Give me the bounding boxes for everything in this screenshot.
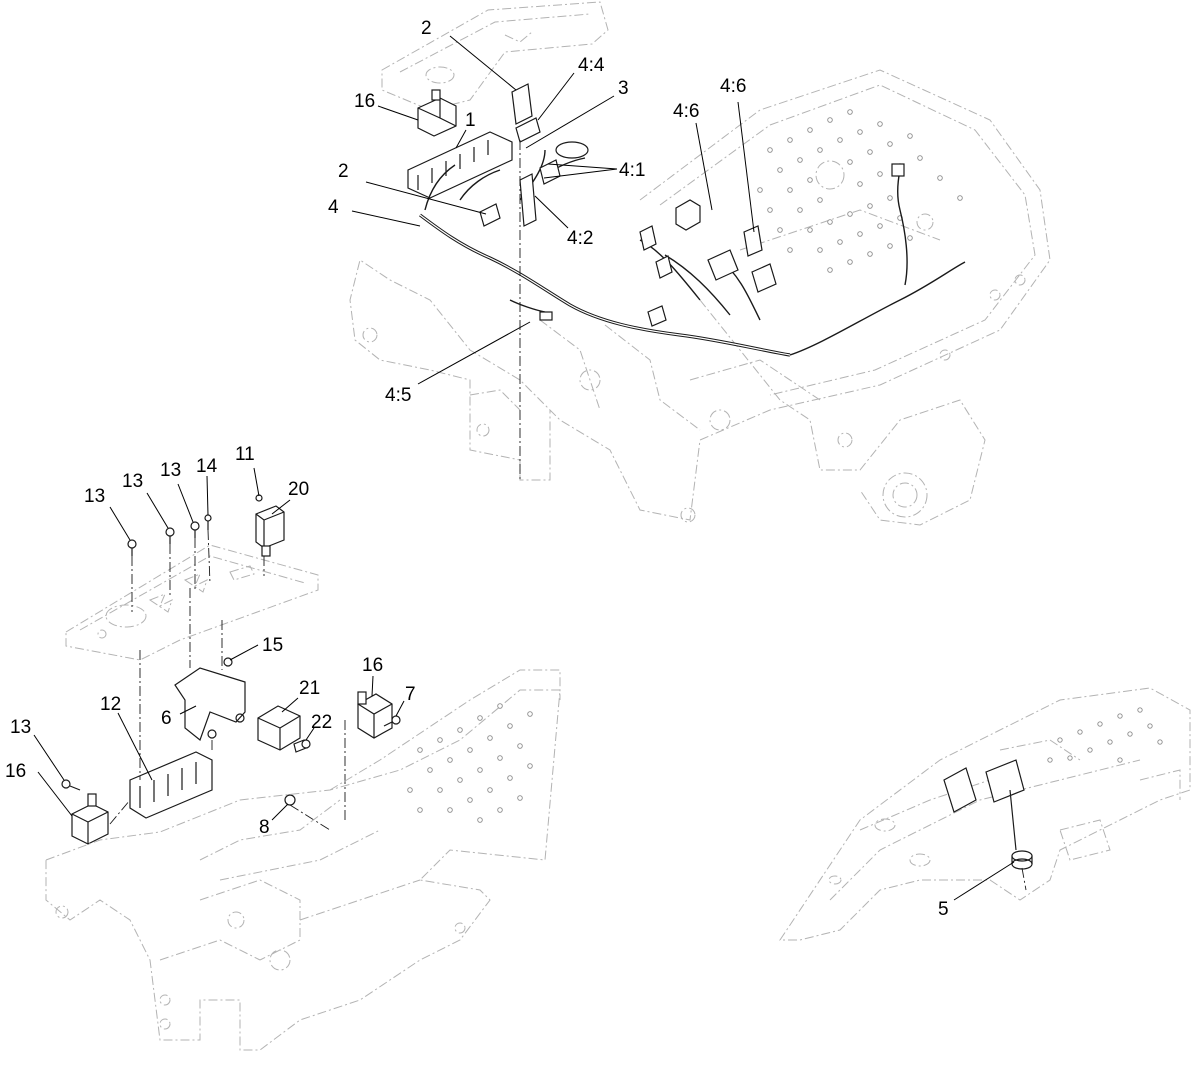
callout-4-6-right: 4:6	[720, 76, 746, 97]
lower-right-bracket	[943, 759, 1025, 851]
floor-plate-holes	[757, 109, 963, 273]
callout-12: 12	[100, 694, 121, 715]
component-5	[1011, 850, 1033, 891]
relay-16-left	[71, 793, 109, 845]
callout-13-a: 13	[84, 486, 105, 507]
harness-connectors-center	[479, 140, 589, 480]
harness-connectors-right	[639, 199, 777, 327]
callout-16-top: 16	[354, 91, 375, 112]
callout-14: 14	[196, 456, 218, 477]
screws-13-14-11	[127, 494, 296, 806]
callout-3: 3	[618, 78, 629, 99]
callout-22: 22	[311, 712, 332, 733]
relay-16-upper	[417, 89, 457, 137]
callout-4-6-left: 4:6	[673, 101, 699, 122]
callout-13-c: 13	[160, 460, 181, 481]
callout-13-d: 13	[10, 717, 31, 738]
callout-21: 21	[299, 678, 320, 699]
callout-2-top: 2	[421, 18, 432, 39]
switch-connector-2	[511, 83, 541, 143]
component-21	[257, 705, 301, 751]
upper-leaders	[351, 35, 755, 385]
callout-2-mid: 2	[338, 161, 349, 182]
lower-right-frame	[779, 687, 1191, 941]
lower-left-frame	[45, 669, 561, 1051]
lower-right-plate-holes	[1047, 707, 1163, 763]
callout-11: 11	[235, 444, 255, 465]
callout-8: 8	[259, 817, 270, 838]
callout-16-left: 16	[5, 761, 26, 782]
upper-mount-bracket	[381, 1, 609, 111]
mounting-plate	[65, 544, 319, 661]
callout-labels: 2 4:4 3 16 1 4:6 4:6 4:1 2 4 4:2 4:5 13 …	[5, 18, 949, 920]
relay-16-right	[357, 691, 393, 739]
callout-7: 7	[405, 684, 416, 705]
callout-5: 5	[938, 899, 949, 920]
callout-6: 6	[161, 708, 172, 729]
callout-4-2: 4:2	[567, 228, 593, 249]
bracket-6	[174, 667, 246, 741]
screw-13-left	[61, 779, 81, 791]
lower-left-assembly	[33, 467, 561, 1051]
fuse-holder-20	[255, 505, 285, 557]
screw-22	[293, 739, 311, 753]
callout-4-4: 4:4	[578, 55, 605, 76]
callout-1: 1	[465, 110, 476, 131]
relay-block-12	[129, 751, 213, 819]
relay-block	[407, 131, 513, 199]
callout-15: 15	[262, 635, 283, 656]
callout-16-right: 16	[362, 655, 383, 676]
lower-left-leaders	[33, 467, 405, 821]
lower-left-plate-holes	[407, 703, 533, 823]
exploded-alignment-lines	[109, 529, 346, 831]
callout-20: 20	[288, 479, 309, 500]
upper-main-frame	[349, 69, 1051, 526]
callout-4: 4	[328, 197, 339, 218]
callout-4-1: 4:1	[619, 160, 645, 181]
upper-frame-assembly	[349, 1, 1051, 526]
callout-4-5: 4:5	[385, 385, 411, 406]
callout-13-b: 13	[122, 471, 143, 492]
lower-right-leader	[953, 861, 1015, 901]
lower-right-assembly	[779, 687, 1191, 941]
